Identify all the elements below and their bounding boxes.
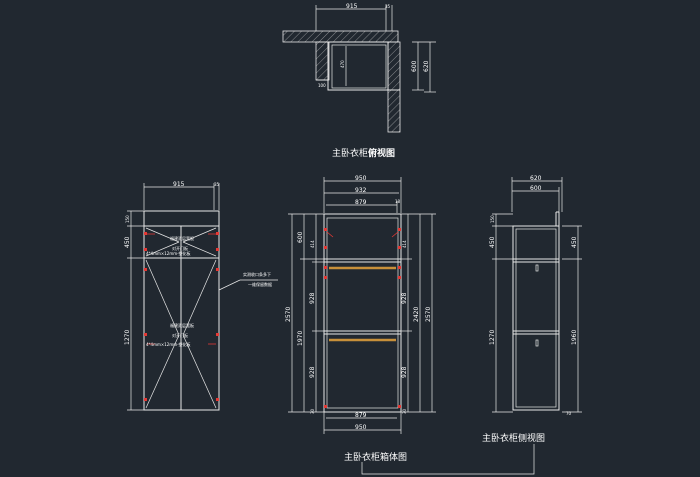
carcass-dim-950-bottom: 950	[355, 424, 367, 431]
door-dim-450: 450	[124, 236, 131, 248]
door-dim-1270: 1270	[124, 330, 131, 345]
carcass-dim-414-right: 414	[402, 240, 407, 248]
title-connector-line	[361, 444, 535, 475]
side-view-title: 主卧衣柜侧视图	[482, 432, 545, 444]
carcass-view: 950 932 879 18	[285, 175, 436, 463]
carcass-dim-1970: 1970	[297, 331, 304, 346]
door-lower-note-3: 4*4mm×12mm-塑化板	[146, 341, 191, 347]
door-callout-1: 实测收口条多下	[243, 271, 271, 277]
door-callout-2: 一维保留数据	[248, 281, 272, 287]
side-dim-600: 600	[530, 185, 542, 192]
carcass-dim-928-right-2: 928	[401, 366, 408, 378]
door-upper-note-1: 福建双层宽板	[170, 235, 194, 241]
carcass-dim-928-left-1: 928	[309, 292, 316, 304]
door-upper-note-2: 对开门板	[172, 245, 188, 251]
carcass-dim-879-bottom: 879	[355, 412, 367, 419]
carcass-dim-932: 932	[355, 187, 367, 194]
carcass-dim-2570-left: 2570	[285, 307, 292, 322]
top-view: 915 35 470 100 600 620 主卧衣柜俯视图	[282, 3, 436, 159]
plan-cabinet-outline	[327, 41, 389, 91]
side-dim-1960: 1960	[571, 330, 578, 345]
plan-dim-600: 600	[411, 60, 418, 72]
side-outline	[512, 225, 560, 411]
side-dim-450: 450	[489, 236, 496, 248]
door-lower-note-2: 对开门板	[172, 332, 188, 338]
plan-dim-470: 470	[340, 60, 345, 68]
door-upper-note-3: 4*4mm×12mm-塑化板	[146, 250, 191, 256]
door-lower-note-1: 福建双层宽板	[170, 322, 194, 328]
carcass-outline	[323, 213, 402, 413]
side-dim-620: 620	[530, 175, 542, 182]
carcass-dim-2420: 2420	[413, 307, 420, 322]
side-dim-150: 150	[490, 215, 495, 223]
carcass-dim-18: 18	[395, 199, 401, 204]
plan-dim-915: 915	[346, 3, 358, 10]
carcass-dim-2570-right: 2570	[425, 307, 432, 322]
wall-hatch-top	[282, 30, 399, 43]
side-dim-70: 70	[566, 411, 572, 416]
door-dim-150: 150	[125, 215, 130, 223]
carcass-dim-879-top: 879	[355, 199, 367, 206]
door-hinges	[144, 232, 219, 401]
plan-dim-100: 100	[318, 83, 326, 88]
door-dim-915: 915	[173, 181, 185, 188]
carcass-dim-928-right-1: 928	[401, 292, 408, 304]
side-handle-upper	[535, 264, 539, 272]
plan-dim-35: 35	[385, 4, 391, 9]
carcass-dim-30-left: 30	[310, 408, 315, 414]
side-view: 620 600 150 450 1270 450 1960 70 主卧衣柜侧视图	[482, 175, 582, 444]
plan-dim-620: 620	[423, 60, 430, 72]
plan-cabinet-inner	[331, 44, 387, 89]
carcass-dim-928-left-2: 928	[309, 366, 316, 378]
carcass-view-title: 主卧衣柜箱体图	[344, 451, 407, 463]
carcass-dim-950-top: 950	[355, 175, 367, 182]
carcass-dim-600: 600	[297, 231, 304, 243]
top-view-title: 主卧衣柜俯视图	[332, 147, 395, 159]
carcass-dim-30-right: 30	[402, 408, 407, 414]
carcass-connectors	[324, 228, 401, 408]
wall-hatch-left	[315, 41, 330, 81]
side-dim-1270: 1270	[489, 330, 496, 345]
side-dim-450-right: 450	[571, 236, 578, 248]
side-handle-lower	[535, 339, 539, 347]
wall-hatch-right	[387, 41, 401, 133]
door-view: 915 35	[124, 181, 278, 411]
door-dim-35: 35	[214, 182, 220, 187]
carcass-dim-414-left: 414	[310, 240, 315, 248]
